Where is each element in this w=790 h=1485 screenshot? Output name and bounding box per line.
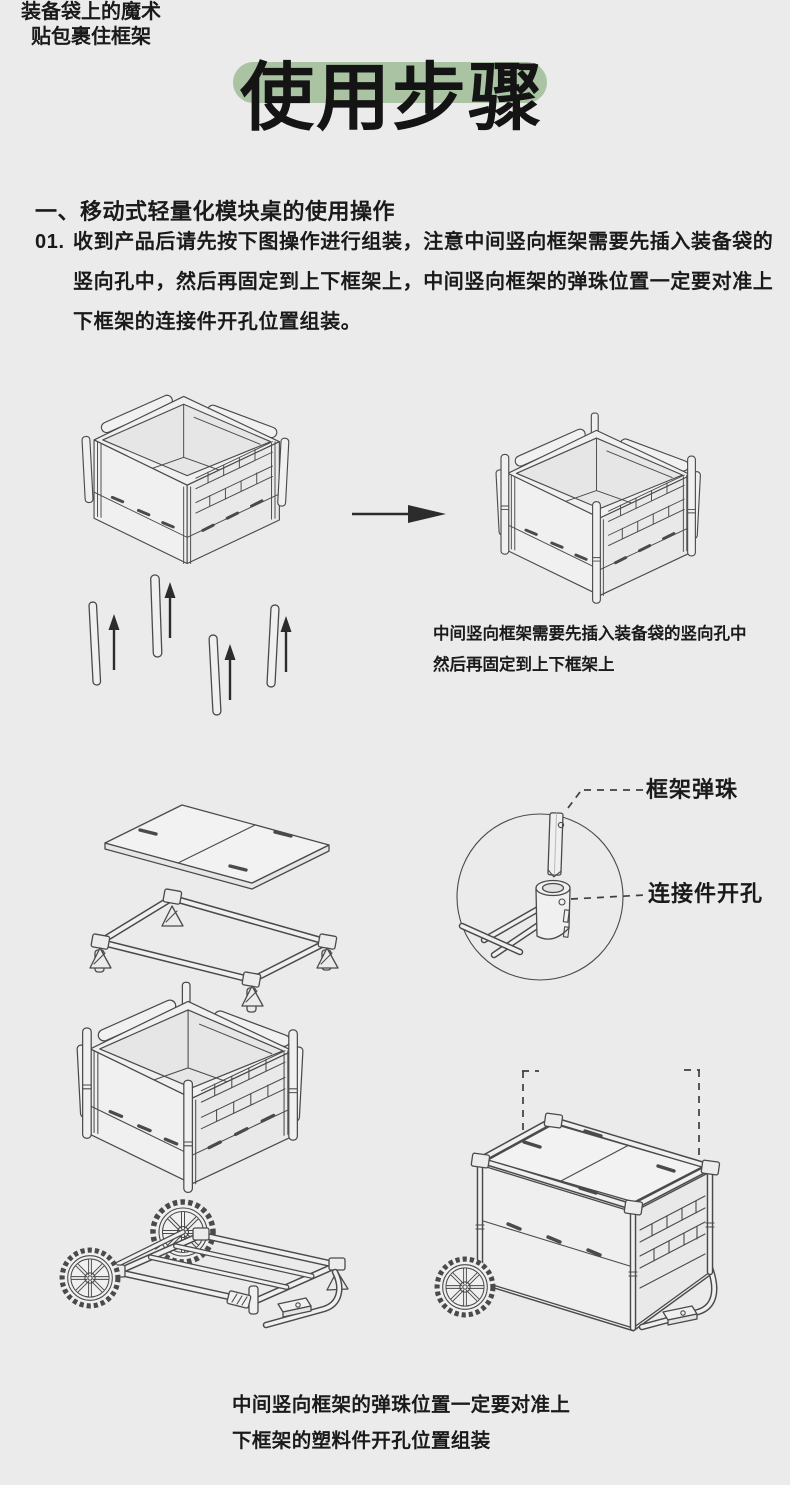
label-connector-hole: 连接件开孔 — [648, 881, 764, 906]
label-frame-bead: 框架弹珠 — [646, 777, 739, 802]
frame-bead-dot — [557, 821, 565, 829]
step-text: 收到产品后请先按下图操作进行组装，注意中间竖向框架需要先插入装备袋的 竖向孔中，… — [73, 222, 773, 342]
figure-crate-disassembled — [80, 392, 293, 716]
step-text-line: 下框架的连接件开孔位置组装。 — [73, 311, 362, 333]
figure-exploded-stack — [40, 804, 349, 1329]
bottom-caption: 中间竖向框架的弹珠位置一定要对准上 下框架的塑料件开孔位置组装 — [232, 1387, 570, 1459]
arrow-up-icon — [223, 642, 237, 702]
step-text-line: 竖向孔中，然后再固定到上下框架上，中间竖向框架的弹珠位置一定要对准上 — [73, 271, 774, 293]
figure-caption: 中间竖向框架需要先插入装备袋的竖向孔中 然后再固定到上下框架上 — [433, 619, 747, 681]
figure-crate-poles-inserted — [465, 398, 785, 628]
caption-line: 下框架的塑料件开孔位置组装 — [232, 1430, 491, 1452]
step-text-line: 收到产品后请先按下图操作进行组装，注意中间竖向框架需要先插入装备袋的 — [73, 231, 774, 253]
arrow-up-icon — [163, 580, 177, 640]
step-number: 01. — [35, 231, 65, 253]
figure-assembled-cart — [420, 1069, 721, 1332]
leader-velcro — [522, 1069, 700, 1164]
figure-connector-detail — [456, 789, 646, 981]
page-title: 使用步骤 — [240, 56, 544, 139]
label-velcro-line: 贴包裹住框架 — [31, 26, 151, 48]
step-paragraph: 01. 收到产品后请先按下图操作进行组装，注意中间竖向框架需要先插入装备袋的 竖… — [35, 222, 780, 342]
label-velcro: 装备袋上的魔术 贴包裹住框架 — [0, 0, 182, 50]
caption-line: 中间竖向框架需要先插入装备袋的竖向孔中 — [433, 625, 747, 643]
caption-line: 中间竖向框架的弹珠位置一定要对准上 — [232, 1394, 571, 1416]
label-velcro-line: 装备袋上的魔术 — [21, 1, 161, 23]
section-heading: 一、移动式轻量化模块桌的使用操作 — [35, 199, 396, 224]
arrow-up-icon — [107, 612, 121, 672]
title-highlight — [233, 62, 547, 103]
arrow-right-icon — [352, 505, 446, 523]
caption-line: 然后再固定到上下框架上 — [433, 656, 615, 674]
arrow-up-icon — [279, 614, 293, 674]
leader-hole — [570, 894, 646, 900]
